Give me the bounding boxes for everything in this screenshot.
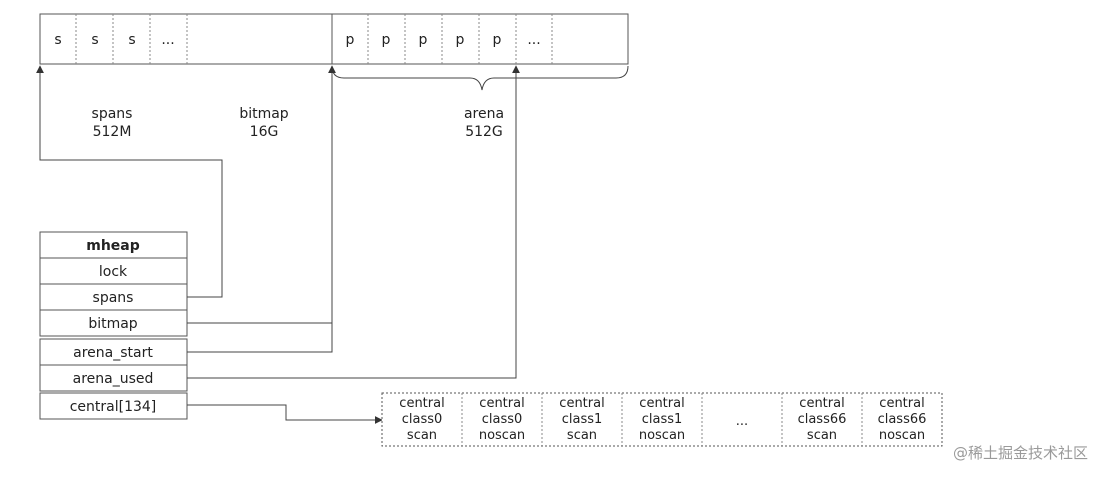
central-cell-line: noscan bbox=[879, 428, 925, 443]
page-cell: p bbox=[419, 32, 428, 48]
page-cell: p bbox=[382, 32, 391, 48]
central-cell-line: scan bbox=[567, 428, 597, 443]
mheap-field-label: lock bbox=[99, 264, 128, 280]
arena-size: 512G bbox=[465, 124, 503, 140]
central-cell-line: class1 bbox=[562, 412, 603, 427]
mheap-title: mheap bbox=[86, 238, 140, 254]
central-cell-line: central bbox=[879, 396, 924, 411]
central-cell-line: class0 bbox=[482, 412, 523, 427]
memory-strip-outline bbox=[39, 13, 629, 65]
central-cell-line: noscan bbox=[639, 428, 685, 443]
central-cell-line: scan bbox=[807, 428, 837, 443]
arena-brace bbox=[331, 65, 629, 91]
central-cell-line: class66 bbox=[878, 412, 927, 427]
central-cell-line: central bbox=[799, 396, 844, 411]
central-cell-line: class1 bbox=[642, 412, 683, 427]
mheap-title-cell bbox=[39, 231, 188, 259]
mheap-field-label: arena_start bbox=[73, 345, 153, 361]
central-cell-line: central bbox=[559, 396, 604, 411]
mheap-field-label: bitmap bbox=[88, 316, 137, 332]
mheap-field-label: spans bbox=[93, 290, 134, 306]
central-cell-line: scan bbox=[407, 428, 437, 443]
central-cell-line: ... bbox=[736, 414, 748, 429]
page-cell: p bbox=[456, 32, 465, 48]
span-cell: ... bbox=[161, 32, 174, 48]
bitmap-label: bitmap bbox=[239, 106, 288, 122]
spans-size: 512M bbox=[93, 124, 132, 140]
mheap-field-label: arena_used bbox=[73, 371, 154, 387]
memory-strip: s s s ... p p p p p ... bbox=[39, 13, 629, 65]
page-cell: ... bbox=[527, 32, 540, 48]
central-pointer-arrow bbox=[187, 404, 383, 424]
mheap-field-central bbox=[39, 392, 188, 420]
span-cell: s bbox=[128, 32, 135, 48]
central-array-outline bbox=[381, 392, 943, 447]
central-cell-line: central bbox=[479, 396, 524, 411]
central-cell-line: central bbox=[399, 396, 444, 411]
region-labels: spans 512M bitmap 16G arena 512G bbox=[92, 106, 505, 140]
central-array: central class0 scan central class0 nosca… bbox=[381, 392, 943, 447]
mheap-field-arena-start bbox=[39, 338, 188, 366]
arena-label: arena bbox=[464, 106, 504, 122]
pointer-arrows bbox=[36, 65, 520, 424]
spans-pointer-arrow bbox=[36, 65, 223, 298]
arena-start-pointer-line bbox=[187, 323, 333, 353]
mheap-field-bitmap bbox=[39, 309, 188, 337]
span-cell: s bbox=[91, 32, 98, 48]
mheap-field-arena-used bbox=[39, 364, 188, 392]
central-cell-line: central bbox=[639, 396, 684, 411]
central-cell-line: noscan bbox=[479, 428, 525, 443]
central-cell-line: class0 bbox=[402, 412, 443, 427]
bitmap-pointer-arrow bbox=[187, 65, 336, 324]
watermark: @稀土掘金技术社区 bbox=[953, 444, 1088, 462]
mheap-field-label: central[134] bbox=[70, 399, 157, 415]
mheap-struct: mheap lock spans bitmap arena_start aren… bbox=[39, 231, 188, 420]
spans-label: spans bbox=[92, 106, 133, 122]
arena-used-pointer-arrow bbox=[187, 65, 520, 379]
span-cell: s bbox=[54, 32, 61, 48]
mheap-field-spans bbox=[39, 283, 188, 311]
central-cell-line: class66 bbox=[798, 412, 847, 427]
page-cell: p bbox=[346, 32, 355, 48]
page-cell: p bbox=[493, 32, 502, 48]
bitmap-size: 16G bbox=[250, 124, 279, 140]
mheap-field-lock bbox=[39, 257, 188, 285]
